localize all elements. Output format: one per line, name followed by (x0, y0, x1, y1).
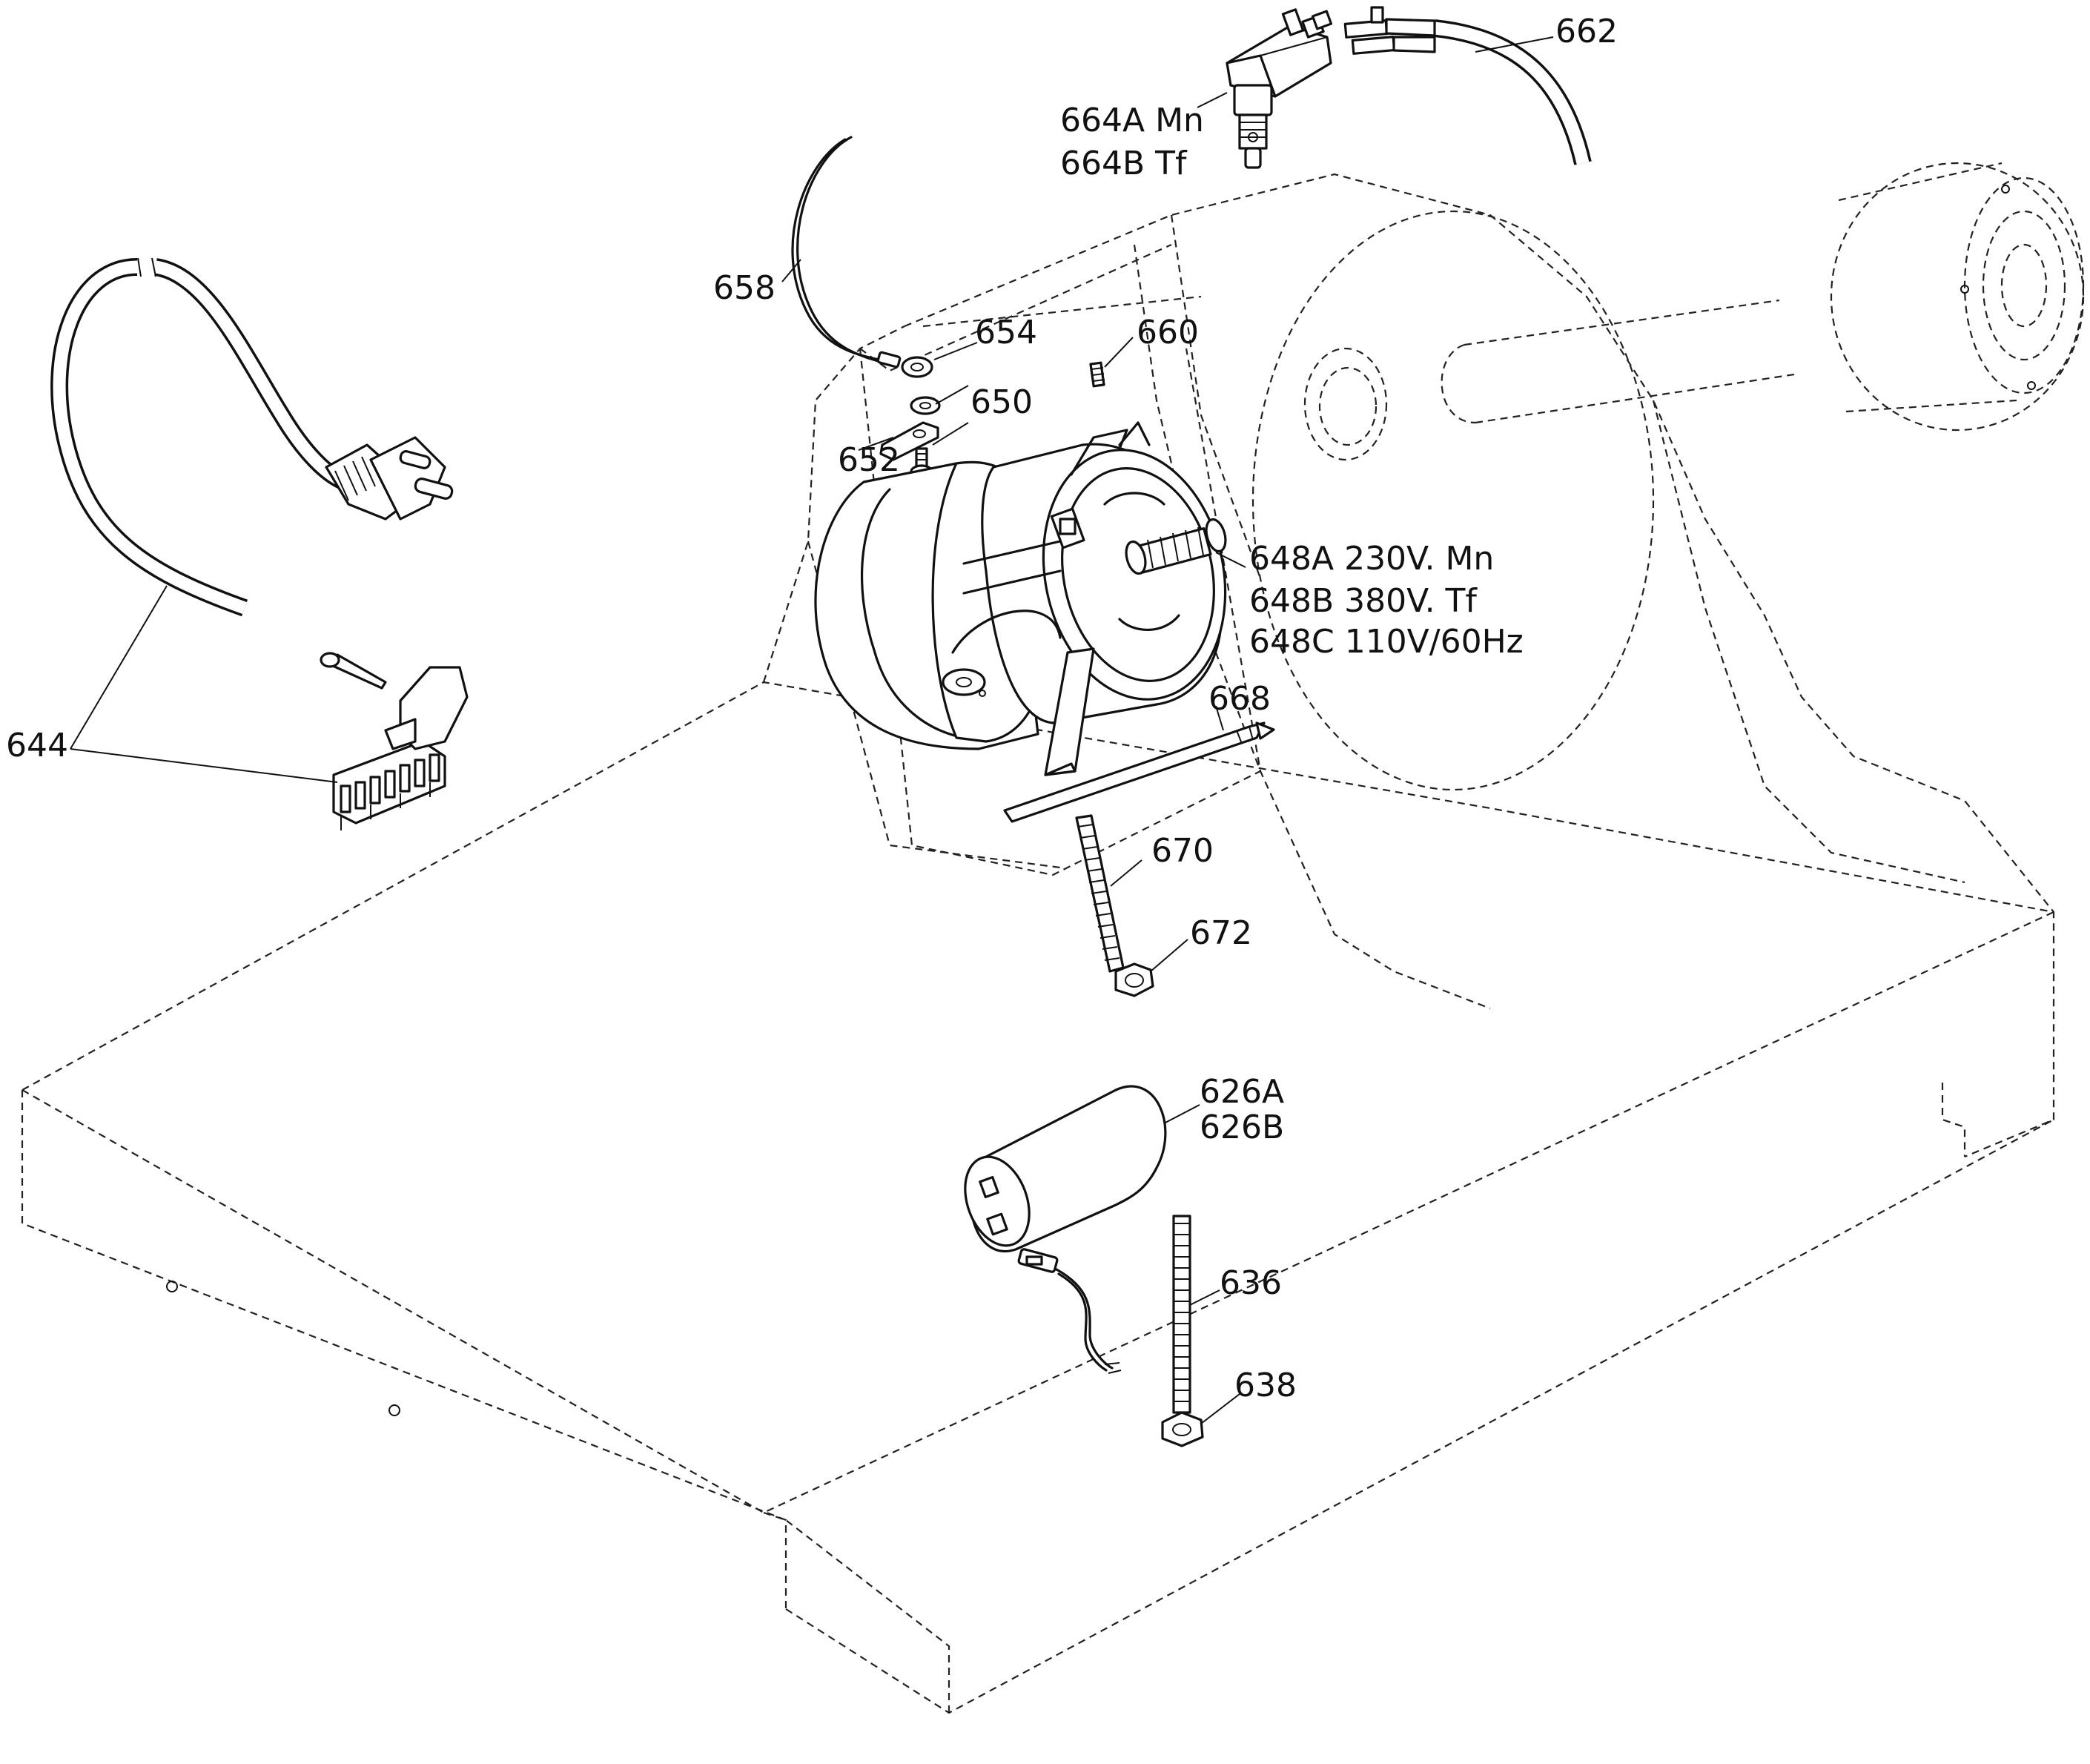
callout-670: 670 (1151, 832, 1214, 870)
callout-672: 672 (1190, 914, 1252, 952)
stud-nut-part (1161, 1411, 1204, 1447)
machine-body-outline (21, 162, 2085, 1714)
microswitch-part (1226, 8, 1333, 169)
callout-626b: 626B (1200, 1109, 1284, 1146)
callout-664a: 664A Mn (1060, 102, 1204, 139)
threaded-rod-part (1075, 814, 1125, 973)
terminal-block-part (320, 652, 469, 830)
callout-648c: 648C 110V/60Hz (1249, 623, 1524, 661)
callout-626a: 626A (1200, 1073, 1284, 1111)
callout-658: 658 (713, 269, 776, 307)
callout-662: 662 (1555, 13, 1618, 50)
callout-668: 668 (1208, 680, 1271, 718)
callout-644: 644 (6, 727, 68, 764)
lock-washer-part (910, 396, 941, 415)
pivot-rod-part (1003, 721, 1275, 823)
threaded-stud-part (1172, 1215, 1191, 1414)
callout-labels: 662 664A Mn 664B Tf 658 654 660 650 652 … (6, 13, 1618, 1404)
tab-plate-part (879, 421, 939, 461)
callout-654: 654 (975, 314, 1037, 351)
motor-part (814, 421, 1227, 776)
power-cord-part (50, 257, 454, 617)
callout-660: 660 (1137, 314, 1199, 351)
callout-648a: 648A 230V. Mn (1249, 540, 1494, 578)
set-screw-part (1089, 361, 1105, 388)
capacitor-part (964, 1085, 1167, 1374)
callout-638: 638 (1234, 1367, 1297, 1404)
switch-cable-part (1343, 6, 1592, 165)
callout-648b: 648B 380V. Tf (1249, 582, 1478, 620)
callout-664b: 664B Tf (1060, 145, 1188, 182)
callout-650: 650 (970, 383, 1033, 421)
hex-nut-part (1114, 962, 1154, 997)
ground-wire-part (791, 136, 933, 378)
callout-652: 652 (838, 441, 900, 479)
leader-lines (70, 36, 1554, 1424)
callout-636: 636 (1220, 1264, 1282, 1302)
